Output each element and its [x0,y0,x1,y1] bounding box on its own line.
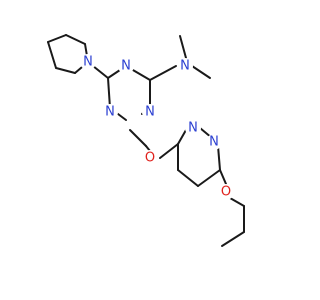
atom-label-bg [206,134,222,150]
atom-label-nright: N [145,105,155,120]
bond [221,231,245,247]
atom-opr: O [218,184,234,200]
atom-label-bg [80,54,96,70]
bond [177,169,199,187]
atom-nleft: N [102,104,118,120]
bond [191,65,211,79]
bond [55,67,76,74]
molecule-structure-diagram: N N N N N O N N [47,34,245,247]
atom-label-bg [218,184,234,200]
bond [159,143,179,159]
atom-label-bg [185,120,201,136]
atom-label-olink: O [145,151,155,166]
atom-label-bg [177,58,193,74]
atom-npz1: N [185,120,201,136]
bond [47,41,57,69]
bond [219,169,227,185]
atom-label-npyr: N [83,55,93,70]
atom-label-bg [102,104,118,120]
atom-label-opr: O [221,185,231,200]
atom-label-ntop: N [121,59,131,74]
bond [129,129,147,147]
atom-label-npz1: N [188,121,198,136]
bond [197,169,221,187]
atom-label-bg [142,104,158,120]
atom-nnme2: N [177,58,193,74]
atom-npyr: N [80,54,96,70]
atom-label-nnme2: N [180,59,190,74]
atom-nright: N [142,104,158,120]
bond [149,65,177,81]
bond [229,197,245,207]
atom-npz2: N [206,134,222,150]
atom-label-layer: N N N N N O N N [80,54,234,200]
atom-olink: O [142,150,158,166]
bond [217,145,221,171]
bond [107,77,111,109]
atom-label-npz2: N [209,135,219,150]
atom-label-nleft: N [105,105,115,120]
bond [177,129,187,145]
bond [179,35,187,59]
bond [65,34,86,45]
bond [47,34,67,43]
atom-label-bg [118,58,134,74]
atom-ntop: N [118,58,134,74]
atom-label-bg [142,150,158,166]
